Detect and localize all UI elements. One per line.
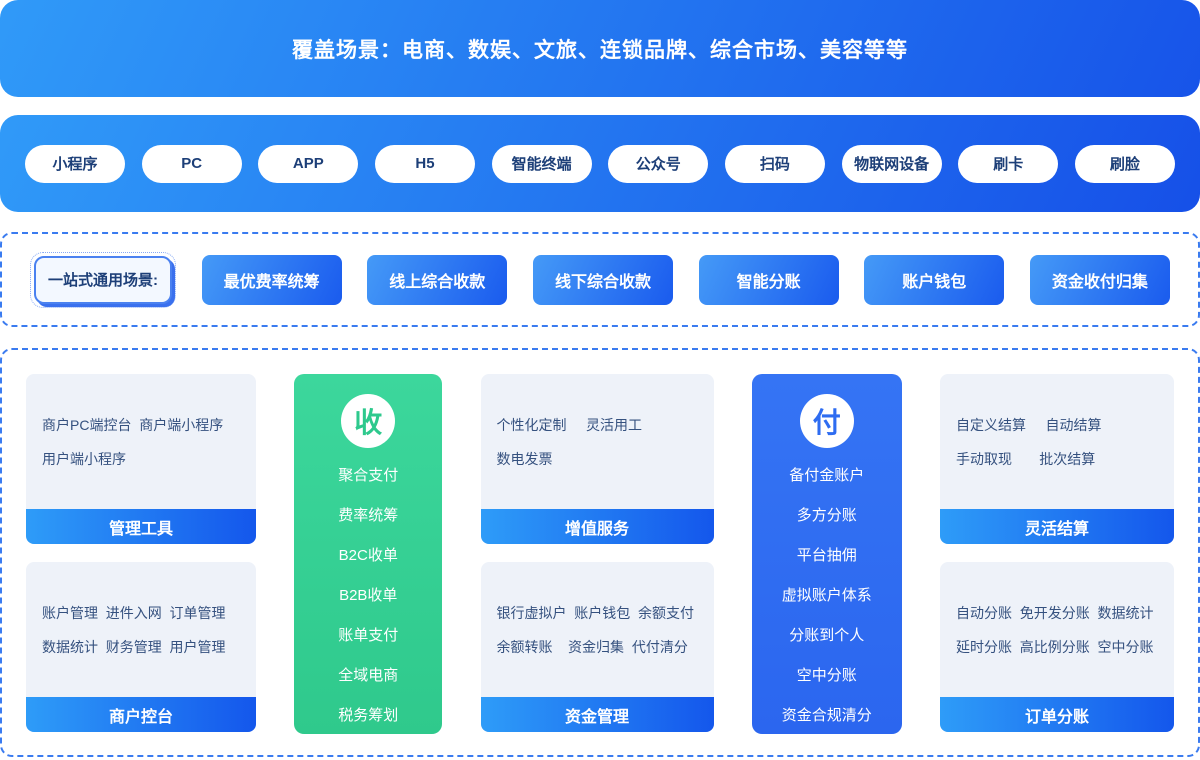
card-body: 个性化定制 灵活用工 数电发票 — [481, 374, 714, 509]
channel-pill-iot-device[interactable]: 物联网设备 — [841, 144, 942, 183]
card-line: 数电发票 — [496, 450, 553, 467]
channel-pill-pc[interactable]: PC — [141, 144, 242, 183]
pillar-item: 费率统筹 — [338, 506, 399, 524]
card-line: 个性化定制 灵活用工 — [496, 416, 642, 433]
scenarios-section: 一站式通用场景: 最优费率统筹 线上综合收款 线下综合收款 智能分账 账户钱包 … — [0, 232, 1200, 327]
pay-icon: 付 — [799, 394, 854, 448]
card-body: 账户管理 进件入网 订单管理 数据统计 财务管理 用户管理 — [26, 562, 256, 697]
card-line: 商户PC端控台 商户端小程序 — [42, 416, 224, 433]
pillar-item: 分账到个人 — [789, 626, 865, 644]
column-settlement: 自定义结算 自动结算 手动取现 批次结算 灵活结算 自动分账 免开发分账 数据统… — [940, 374, 1174, 732]
card-label-value-added: 增值服务 — [480, 509, 714, 544]
channel-pill-miniprogram[interactable]: 小程序 — [25, 144, 125, 183]
column-services: 个性化定制 灵活用工 数电发票 增值服务 银行虚拟户 账户钱包 余额支付 余额转… — [480, 374, 714, 732]
card-label-management-tools: 管理工具 — [26, 509, 256, 544]
card-line: 手动取现 批次结算 — [956, 450, 1096, 467]
pillar-item: 税务筹划 — [338, 706, 399, 724]
pillar-item: 空中分账 — [796, 666, 857, 684]
capability-matrix: 商户PC端控台 商户端小程序 用户端小程序 管理工具 账户管理 进件入网 订单管… — [0, 348, 1200, 757]
card-label-funds-management: 资金管理 — [480, 697, 714, 732]
pillar-item: 聚合支付 — [338, 466, 399, 484]
card-line: 自定义结算 自动结算 — [956, 416, 1102, 433]
channel-pill-swipe-card[interactable]: 刷卡 — [958, 144, 1059, 183]
card-value-added-services: 个性化定制 灵活用工 数电发票 增值服务 — [480, 374, 714, 544]
card-line: 银行虚拟户 账户钱包 余额支付 — [496, 604, 695, 621]
pillar-item: 账单支付 — [338, 626, 399, 644]
pillar-item: B2C收单 — [338, 546, 398, 564]
card-line: 自动分账 免开发分账 数据统计 — [956, 604, 1154, 621]
scenarios-label-text: 一站式通用场景: — [34, 255, 172, 304]
scenario-button-fund-collection[interactable]: 资金收付归集 — [1029, 254, 1170, 305]
coverage-banner-title: 覆盖场景：电商、数娱、文旅、连锁品牌、综合市场、美容等等 — [292, 38, 908, 62]
channel-pill-smart-terminal[interactable]: 智能终端 — [491, 144, 592, 183]
card-line: 余额转账 资金归集 代付清分 — [496, 638, 688, 655]
pillar-item: 全域电商 — [338, 666, 399, 684]
pillar-item: 平台抽佣 — [796, 546, 857, 564]
scenario-button-online-collection[interactable]: 线上综合收款 — [367, 254, 508, 305]
channels-bar: 小程序 PC APP H5 智能终端 公众号 扫码 物联网设备 刷卡 刷脸 — [0, 115, 1200, 212]
card-order-split: 自动分账 免开发分账 数据统计 延时分账 高比例分账 空中分账 订单分账 — [940, 562, 1174, 732]
receive-icon: 收 — [341, 394, 396, 448]
channel-pill-h5[interactable]: H5 — [374, 144, 475, 183]
card-label-flexible-settlement: 灵活结算 — [940, 509, 1174, 544]
pillar-item: B2B收单 — [339, 586, 398, 604]
scenario-button-smart-split[interactable]: 智能分账 — [698, 254, 839, 305]
card-line: 账户管理 进件入网 订单管理 — [42, 604, 226, 621]
channel-pill-scan-code[interactable]: 扫码 — [724, 144, 825, 183]
card-line: 延时分账 高比例分账 空中分账 — [956, 638, 1154, 655]
scenario-button-offline-collection[interactable]: 线下综合收款 — [532, 254, 673, 305]
column-management: 商户PC端控台 商户端小程序 用户端小程序 管理工具 账户管理 进件入网 订单管… — [26, 374, 256, 732]
pillar-item: 备付金账户 — [789, 466, 865, 484]
card-body: 自定义结算 自动结算 手动取现 批次结算 — [940, 374, 1174, 509]
card-line: 数据统计 财务管理 用户管理 — [42, 638, 226, 655]
pay-pillar: 付 备付金账户 多方分账 平台抽佣 虚拟账户体系 分账到个人 空中分账 资金合规… — [751, 374, 902, 734]
scenario-button-account-wallet[interactable]: 账户钱包 — [864, 254, 1005, 305]
pillar-item: 多方分账 — [796, 506, 857, 524]
card-line: 用户端小程序 — [42, 450, 126, 467]
receive-pillar: 收 聚合支付 费率统筹 B2C收单 B2B收单 账单支付 全域电商 税务筹划 — [294, 374, 443, 734]
pillar-item: 虚拟账户体系 — [781, 586, 872, 604]
card-merchant-console: 账户管理 进件入网 订单管理 数据统计 财务管理 用户管理 商户控台 — [26, 562, 256, 732]
scenario-button-rate-planning[interactable]: 最优费率统筹 — [201, 254, 342, 305]
card-flexible-settlement: 自定义结算 自动结算 手动取现 批次结算 灵活结算 — [940, 374, 1174, 544]
card-body: 商户PC端控台 商户端小程序 用户端小程序 — [26, 374, 256, 509]
coverage-banner: 覆盖场景：电商、数娱、文旅、连锁品牌、综合市场、美容等等 — [0, 0, 1200, 97]
card-management-tools: 商户PC端控台 商户端小程序 用户端小程序 管理工具 — [26, 374, 256, 544]
card-funds-management: 银行虚拟户 账户钱包 余额支付 余额转账 资金归集 代付清分 资金管理 — [480, 562, 714, 732]
channel-pill-app[interactable]: APP — [258, 144, 359, 183]
card-label-order-split: 订单分账 — [940, 697, 1174, 732]
scenarios-label-box: 一站式通用场景: — [30, 251, 176, 308]
channel-pill-face-pay[interactable]: 刷脸 — [1074, 144, 1175, 183]
card-body: 银行虚拟户 账户钱包 余额支付 余额转账 资金归集 代付清分 — [481, 562, 714, 697]
pillar-item: 资金合规清分 — [781, 706, 872, 724]
channel-pill-official-account[interactable]: 公众号 — [608, 144, 709, 183]
card-body: 自动分账 免开发分账 数据统计 延时分账 高比例分账 空中分账 — [940, 562, 1174, 697]
card-label-merchant-console: 商户控台 — [26, 697, 256, 732]
